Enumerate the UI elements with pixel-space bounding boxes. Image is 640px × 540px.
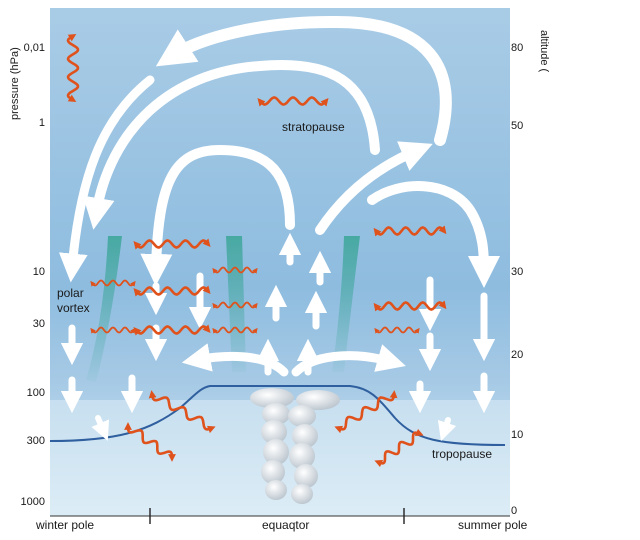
left-axis-ticks: 0,01 1 10 30 100 300 1000: [21, 42, 45, 508]
wave-arrow: [373, 225, 447, 237]
wave-arrow: [212, 301, 258, 309]
right-upward-arrow: [315, 141, 433, 235]
planetary-waves: [66, 33, 447, 468]
circulation-arrows: [58, 15, 500, 289]
wave-arrow: [133, 324, 211, 336]
right-tick-label: 20: [511, 349, 523, 361]
winter-pole-label: winter pole: [35, 518, 94, 532]
right-tick-label: 50: [511, 120, 523, 132]
left-tick-label: 100: [27, 387, 45, 399]
left-tick-label: 30: [33, 318, 45, 330]
right-tick-label: 80: [511, 42, 523, 54]
convective-cloud: [250, 388, 340, 504]
left-tick-label: 300: [27, 435, 45, 447]
lower-branch-arrows: [181, 343, 406, 377]
wave-arrow: [212, 326, 258, 334]
wave-arrow: [124, 422, 176, 462]
wave-arrow: [90, 279, 136, 287]
tropopause-label: tropopause: [432, 447, 492, 461]
subtropical-band-right: [332, 236, 360, 372]
upper-branch-arrow: [155, 15, 452, 146]
wave-arrow: [66, 33, 80, 103]
right-tick-label: 30: [511, 266, 523, 278]
wave-arrow: [334, 390, 398, 434]
wave-arrow: [212, 266, 258, 274]
left-tick-label: 10: [33, 266, 45, 278]
summer-pole-label: summer pole: [458, 518, 528, 532]
polar-vortex-label-line1: polar: [57, 286, 84, 300]
wave-arrow: [90, 326, 136, 334]
left-downwelling-arrow: [58, 75, 155, 283]
left-tick-label: 1000: [21, 496, 45, 508]
right-axis-title: altitude (: [538, 30, 550, 73]
right-tick-label: 10: [511, 429, 523, 441]
wave-arrow: [133, 285, 211, 297]
wave-arrow: [133, 238, 211, 250]
polar-vortex-band: [86, 236, 122, 382]
wave-arrow: [257, 96, 329, 107]
stratopause-label: stratopause: [282, 120, 345, 134]
equator-label: equaqtor: [262, 518, 309, 532]
stratopause-loop-arrow: [82, 60, 380, 230]
wave-arrow: [148, 390, 216, 434]
wave-arrow: [374, 326, 420, 334]
right-loop-arrow: [367, 181, 500, 289]
right-axis-ticks: 80 50 30 20 10 0: [511, 42, 523, 517]
wave-arrow: [374, 428, 424, 468]
left-tick-label: 1: [39, 117, 45, 129]
polar-vortex-label-line2: vortex: [57, 301, 90, 315]
left-axis-title: pressure (hPa): [9, 47, 21, 120]
wave-arrow: [373, 300, 447, 312]
right-tick-label: 0: [511, 505, 517, 517]
middle-loop-arrow: [140, 144, 295, 286]
left-tick-label: 0,01: [24, 42, 45, 54]
